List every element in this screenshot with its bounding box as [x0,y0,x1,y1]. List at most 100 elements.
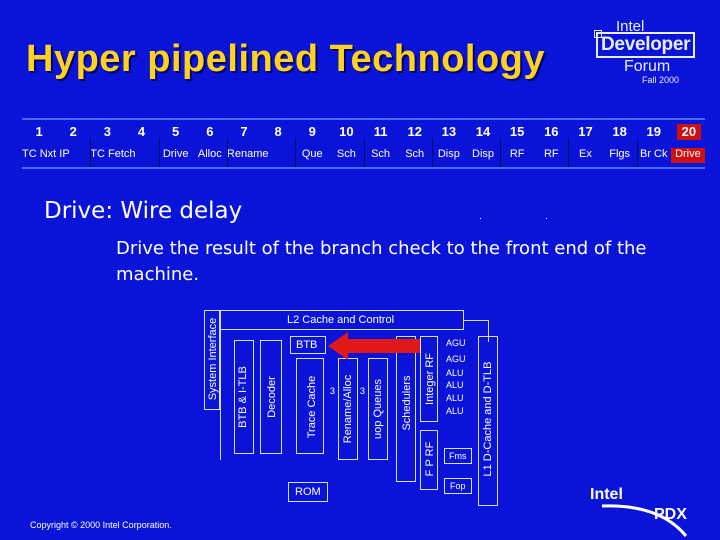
stage-number: 19 [646,124,661,139]
l2-cache-block: L2 Cache and Control [220,310,464,330]
agu-unit: AGU [446,354,466,364]
stage-name: Disp [437,148,460,160]
stage-number: 7 [240,124,248,139]
decoder-label: Decoder [266,376,278,418]
stage-number: 8 [274,124,282,139]
processor-block-diagram: L2 Cache and Control System Interface BT… [200,300,500,510]
stage-number: 14 [475,124,491,139]
fms-label: Fms [449,451,467,461]
copyright-text: Copyright © 2000 Intel Corporation. [30,520,172,530]
system-interface-block: System Interface [204,310,220,410]
stage-number: 12 [407,124,422,139]
trace-cache-label: Trace Cache [306,375,318,439]
stage-number: 9 [308,124,316,139]
uop-queues-block: uop Queues [368,358,388,460]
agu-unit: AGU [446,338,466,348]
stage-number: 11 [373,124,388,139]
stage-divider [568,138,570,167]
section-heading: Drive: Wire delay [44,198,243,224]
stage-divider [90,138,92,167]
stage-name: Br Ck [640,148,668,160]
rename-alloc-block: Rename/Alloc [338,358,358,460]
pdx-label: PDX [654,506,687,523]
btb-block: BTB [290,336,326,354]
stage-number: 10 [339,124,354,139]
pipeline-stage: 1 TC Nxt IP [22,120,70,167]
stage-number: 20 [676,124,701,140]
logo-developer-text: Developer [596,32,696,58]
stage-divider [500,138,502,167]
alu-unit: ALU [446,368,464,378]
stage-name: Drive [670,148,705,163]
stage-name: RF [509,148,525,160]
stage-name: TC Nxt IP [22,148,70,160]
l1-dcache-label: L1 D-Cache and D-TLB [482,361,494,477]
l1-dcache-block: L1 D-Cache and D-TLB [478,336,498,506]
stage-name: Sch [336,148,356,160]
fp-rf-label: F P RF [424,441,436,477]
system-interface-label: System Interface [207,317,219,401]
logo-forum-text: Forum [624,58,671,75]
stage-number: 6 [206,124,214,139]
fms-block: Fms [444,448,472,464]
stage-name: Drive [162,148,189,160]
pipeline-stage: 19 Br Ck [637,120,671,167]
fop-block: Fop [444,478,472,494]
alu-unit: ALU [446,380,464,390]
stage-divider [363,138,365,167]
trace-cache-block: Trace Cache [296,358,324,454]
fop-label: Fop [450,481,466,491]
pipeline-stage: 8 [261,120,295,167]
speck [546,218,547,219]
logo-fall-text: Fall 2000 [642,75,680,85]
speck [480,218,481,219]
btb-itlb-block: BTB & I-TLB [234,340,254,454]
stage-number: 15 [509,124,525,139]
rename-alloc-label: Rename/Alloc [342,374,354,444]
width-number: 3 [360,386,366,396]
uop-queues-label: uop Queues [372,379,384,439]
intel-developer-forum-logo: Intel Developer Forum Fall 2000 [594,18,704,88]
schedulers-block: Schedulers [396,336,416,482]
stage-number: 4 [137,124,146,139]
connector-line [220,330,221,460]
slide-title: Hyper pipelined Technology [26,38,546,80]
stage-number: 13 [441,124,457,139]
stage-name: Flgs [609,148,630,160]
decoder-block: Decoder [260,340,282,454]
btb-itlb-label: BTB & I-TLB [237,366,249,428]
logo-intel-text: Intel [616,18,645,35]
stage-divider [295,138,297,167]
branch-redirect-arrow-icon [328,332,420,360]
stage-divider [226,138,228,167]
pipeline-stage: 4 [124,120,158,167]
fp-rf-block: F P RF [420,430,438,490]
stage-number: 5 [172,124,180,139]
rom-block: ROM [288,482,328,502]
pipeline-stage: 2 [56,120,90,167]
stage-name: Sch [405,148,425,160]
stage-number: 3 [103,124,111,139]
stage-name: RF [543,148,559,160]
stage-name: Alloc [197,148,222,160]
stage-divider [431,138,433,167]
alu-unit: ALU [446,406,464,416]
description-text: Drive the result of the branch check to … [116,238,647,285]
stage-number: 1 [35,124,43,139]
stage-name: Disp [472,148,495,160]
btb-label: BTB [296,339,318,351]
stage-name: Sch [371,148,391,160]
